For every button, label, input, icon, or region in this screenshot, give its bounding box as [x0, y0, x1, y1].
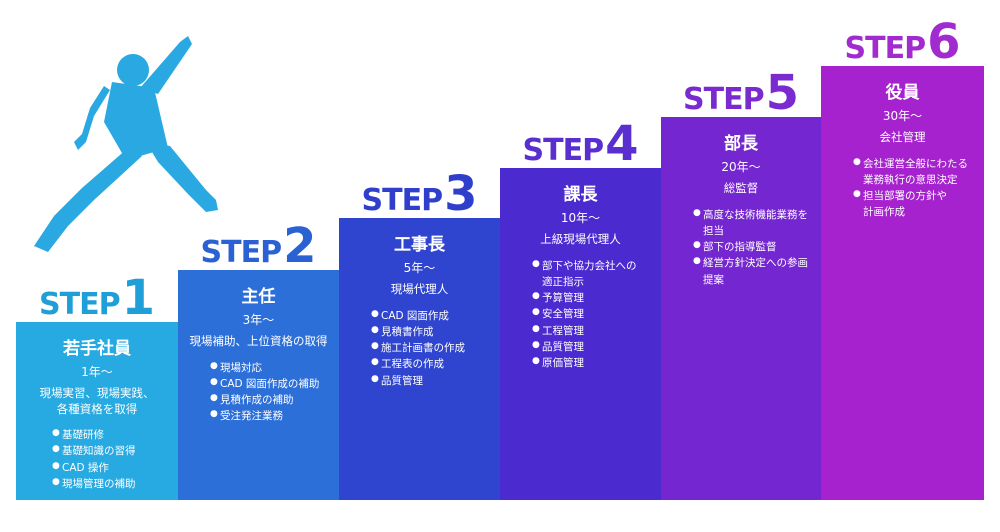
task-list: 高度な技術機能業務を 担当部下の指導監督経営方針決定への参画 提案 [661, 207, 821, 288]
task-item: 部下や協力会社への 適正指示 [532, 258, 661, 291]
task-item: 現場対応 [210, 360, 339, 376]
step-label-word: STEP [844, 31, 927, 66]
step-block: 部長 20年〜総監督高度な技術機能業務を 担当部下の指導監督経営方針決定への参画 … [661, 117, 821, 500]
step-block: 主任 3年〜現場補助、上位資格の取得現場対応CAD 図面作成の補助見積作成の補助受… [178, 270, 339, 500]
step-label-word: STEP [200, 235, 283, 270]
role-description: 会社管理 [879, 130, 926, 144]
step-label-number: 2 [283, 218, 317, 274]
task-list: 会社運営全般にわたる 業務執行の意思決定担当部署の方針や 計画作成 [821, 156, 984, 221]
step-label: STEP1 [16, 274, 178, 322]
step-label-word: STEP [361, 183, 444, 218]
task-item: 基礎研修 [52, 427, 178, 443]
step-block: 工事長 5年〜現場代理人 CAD 図面作成見積書作成施工計画書の作成工程表の作成品質… [339, 218, 500, 500]
task-list: 部下や協力会社への 適正指示予算管理安全管理工程管理品質管理原価管理 [500, 258, 661, 372]
position-title: 主任 [241, 287, 276, 307]
task-item: 部下の指導監督 [693, 239, 821, 255]
task-item: 原価管理 [532, 355, 661, 371]
task-item: 見積書作成 [371, 324, 500, 340]
step-label-word: STEP [683, 82, 765, 117]
years-of-service: 30年〜 [882, 109, 923, 123]
position-title: 役員 [885, 83, 920, 103]
step-3: STEP3 工事長 5年〜現場代理人 CAD 図面作成見積書作成施工計画書の作成工程表… [339, 170, 500, 500]
years-of-service: 5年〜 [403, 261, 436, 275]
task-item: CAD 図面作成の補助 [210, 376, 339, 392]
task-item: 品質管理 [371, 373, 500, 389]
years-of-service: 20年〜 [721, 160, 761, 174]
position-title: 部長 [724, 134, 758, 154]
step-label-word: STEP [39, 287, 121, 322]
task-item: 基礎知識の習得 [52, 443, 178, 459]
task-item: 品質管理 [532, 339, 661, 355]
task-item: 工程表の作成 [371, 356, 500, 372]
task-item: 担当部署の方針や 計画作成 [853, 188, 984, 221]
task-item: CAD 図面作成 [371, 308, 500, 324]
years-of-service: 1年〜 [81, 365, 113, 379]
task-item: 経営方針決定への参画 提案 [693, 255, 821, 288]
task-item: 現場管理の補助 [52, 476, 178, 492]
task-item: 予算管理 [532, 290, 661, 306]
years-of-service: 3年〜 [242, 313, 275, 327]
step-5: STEP5 部長 20年〜総監督高度な技術機能業務を 担当部下の指導監督経営方針決定… [661, 69, 821, 500]
task-item: CAD 操作 [52, 460, 178, 476]
step-label: STEP6 [821, 18, 984, 66]
role-description: 現場実習、現場実践、 各種資格を取得 [39, 386, 155, 416]
step-label-number: 3 [444, 166, 478, 222]
step-label: STEP5 [661, 69, 821, 117]
task-item: 会社運営全般にわたる 業務執行の意思決定 [853, 156, 984, 189]
step-label-word: STEP [522, 133, 605, 168]
role-description: 上級現場代理人 [540, 232, 621, 246]
task-item: 受注発注業務 [210, 408, 339, 424]
figure-body [34, 36, 218, 252]
step-label-number: 1 [121, 270, 155, 326]
position-title: 課長 [563, 185, 598, 205]
task-item: 工程管理 [532, 323, 661, 339]
position-title: 工事長 [394, 235, 445, 255]
step-1: STEP1 若手社員 1年〜現場実習、現場実践、 各種資格を取得基礎研修基礎知識の習… [16, 274, 178, 500]
task-list: 現場対応CAD 図面作成の補助見積作成の補助受注発注業務 [178, 360, 339, 425]
step-block: 若手社員 1年〜現場実習、現場実践、 各種資格を取得基礎研修基礎知識の習得CAD … [16, 322, 178, 500]
task-list: CAD 図面作成見積書作成施工計画書の作成工程表の作成品質管理 [339, 308, 500, 389]
step-label-number: 6 [927, 14, 961, 70]
task-item: 安全管理 [532, 306, 661, 322]
step-label-number: 5 [765, 65, 799, 121]
jumping-person-icon [34, 36, 218, 252]
role-description: 現場補助、上位資格の取得 [189, 334, 328, 348]
step-6: STEP6 役員 30年〜会社管理会社運営全般にわたる 業務執行の意思決定担当部署の… [821, 18, 984, 500]
task-item: 施工計画書の作成 [371, 340, 500, 356]
task-item: 高度な技術機能業務を 担当 [693, 207, 821, 240]
step-4: STEP4 課長 10年〜上級現場代理人部下や協力会社への 適正指示予算管理安全管理… [500, 120, 661, 500]
step-label: STEP4 [500, 120, 661, 168]
years-of-service: 10年〜 [560, 211, 601, 225]
role-description: 総監督 [723, 181, 759, 195]
step-2: STEP2 主任 3年〜現場補助、上位資格の取得現場対応CAD 図面作成の補助見積作… [178, 222, 339, 500]
step-label: STEP2 [178, 222, 339, 270]
task-list: 基礎研修基礎知識の習得CAD 操作現場管理の補助 [16, 427, 178, 492]
step-label-number: 4 [605, 116, 639, 172]
step-block: 課長 10年〜上級現場代理人部下や協力会社への 適正指示予算管理安全管理工程管理品… [500, 168, 661, 500]
task-item: 見積作成の補助 [210, 392, 339, 408]
step-label: STEP3 [339, 170, 500, 218]
step-block: 役員 30年〜会社管理会社運営全般にわたる 業務執行の意思決定担当部署の方針や 計… [821, 66, 984, 500]
role-description: 現場代理人 [390, 282, 449, 296]
position-title: 若手社員 [63, 339, 131, 359]
